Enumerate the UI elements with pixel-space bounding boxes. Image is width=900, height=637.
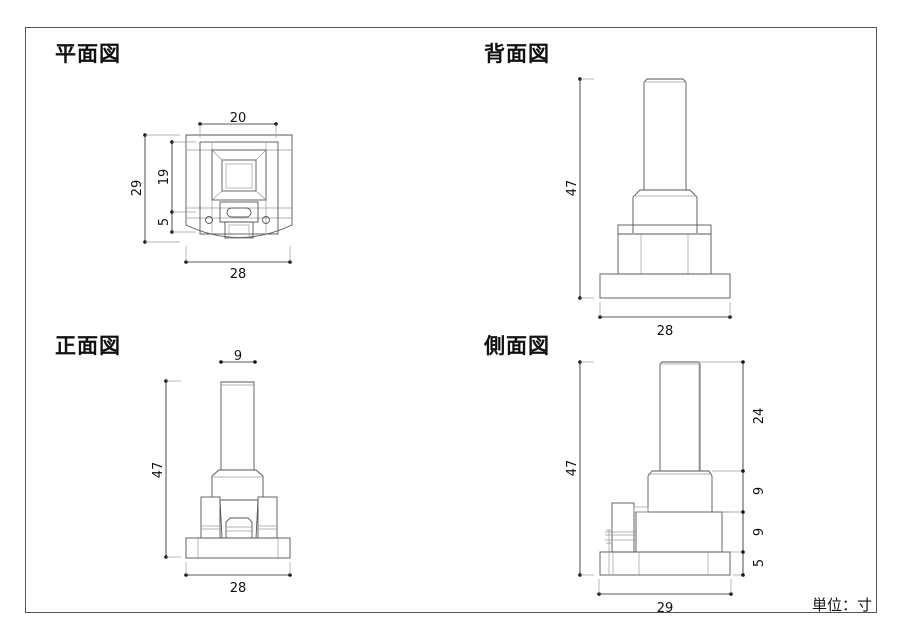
plan-dim-height-total: 29 [130, 133, 180, 244]
dim-label-seg-2: 9 [752, 487, 767, 495]
plan-dim-height-lower: 5 [157, 212, 196, 234]
back-outline [599, 78, 731, 299]
side-dim-width-bottom: 29 [597, 579, 733, 616]
dim-label-seg-4: 5 [752, 559, 767, 567]
dim-label: 28 [230, 267, 247, 282]
dim-label: 28 [657, 324, 674, 339]
front-view: 9 47 28 [151, 349, 292, 596]
dim-label: 19 [157, 169, 172, 186]
dim-label: 28 [230, 581, 247, 596]
dim-label-seg-1: 24 [752, 408, 767, 425]
front-dim-height-total: 47 [151, 379, 181, 559]
side-view-title: 側面図 [484, 334, 550, 358]
dim-label: 47 [565, 180, 580, 197]
back-dim-height-total: 47 [565, 77, 594, 300]
side-outline [599, 361, 732, 576]
plan-outline [185, 134, 293, 239]
side-view: 47 24 9 9 5 29 [565, 360, 767, 616]
plan-dim-height-upper: 19 [157, 140, 196, 214]
front-view-title: 正面図 [55, 334, 121, 358]
plan-view: 20 29 19 5 28 [130, 111, 293, 282]
drawing-frame [25, 27, 877, 613]
plan-dim-width-top: 20 [198, 111, 278, 138]
front-dim-width-bottom: 28 [184, 562, 292, 596]
back-view: 47 28 [565, 77, 732, 339]
side-dim-height-total: 47 [565, 360, 594, 577]
dim-label: 9 [234, 349, 242, 364]
dim-label-seg-3: 9 [752, 528, 767, 536]
front-dim-width-top: 9 [219, 349, 257, 364]
dim-label: 29 [657, 601, 674, 616]
back-dim-width-bottom: 28 [598, 302, 732, 339]
plan-dim-width-bottom: 28 [184, 246, 292, 282]
dim-label: 5 [157, 218, 172, 226]
dim-label: 47 [151, 462, 166, 479]
unit-label: 単位：寸 [811, 596, 872, 614]
dim-label: 20 [230, 111, 247, 126]
side-dim-chain: 24 9 9 5 [700, 360, 767, 577]
dim-label: 29 [130, 180, 145, 197]
front-outline [185, 381, 291, 559]
dim-label: 47 [565, 460, 580, 477]
back-view-title: 背面図 [484, 42, 550, 66]
plan-view-title: 平面図 [55, 42, 121, 66]
